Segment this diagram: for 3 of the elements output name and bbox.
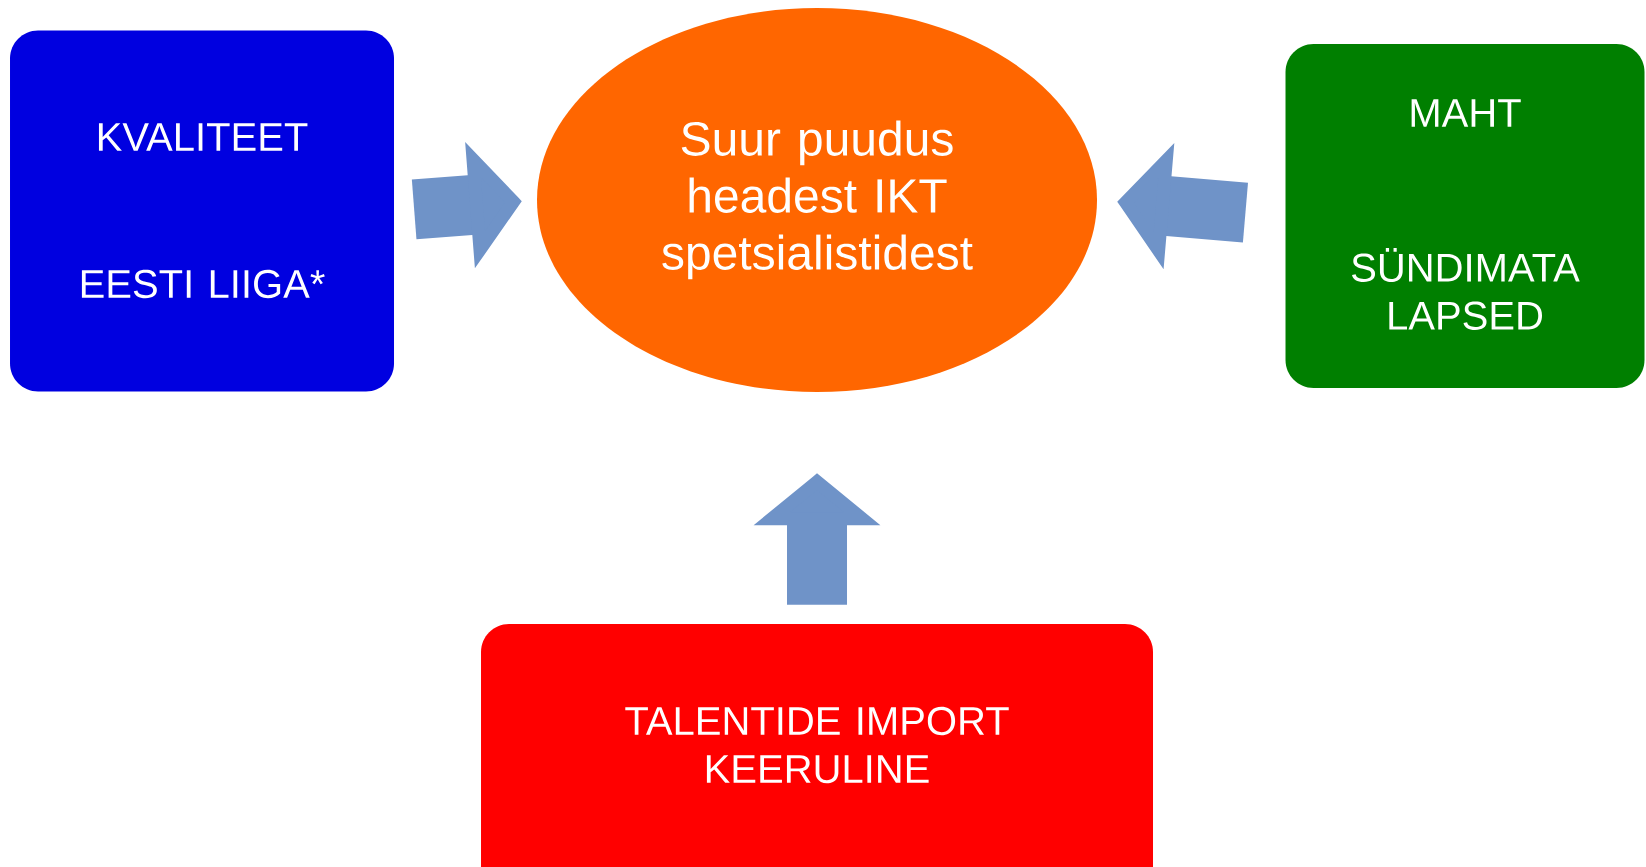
volume-box: MAHT SÜNDIMATA LAPSED (1285, 44, 1645, 388)
talent-import-box: TALENTIDE IMPORT KEERULINE (481, 624, 1153, 867)
quality-box: KVALITEET EESTI LIIGA* (10, 30, 394, 392)
